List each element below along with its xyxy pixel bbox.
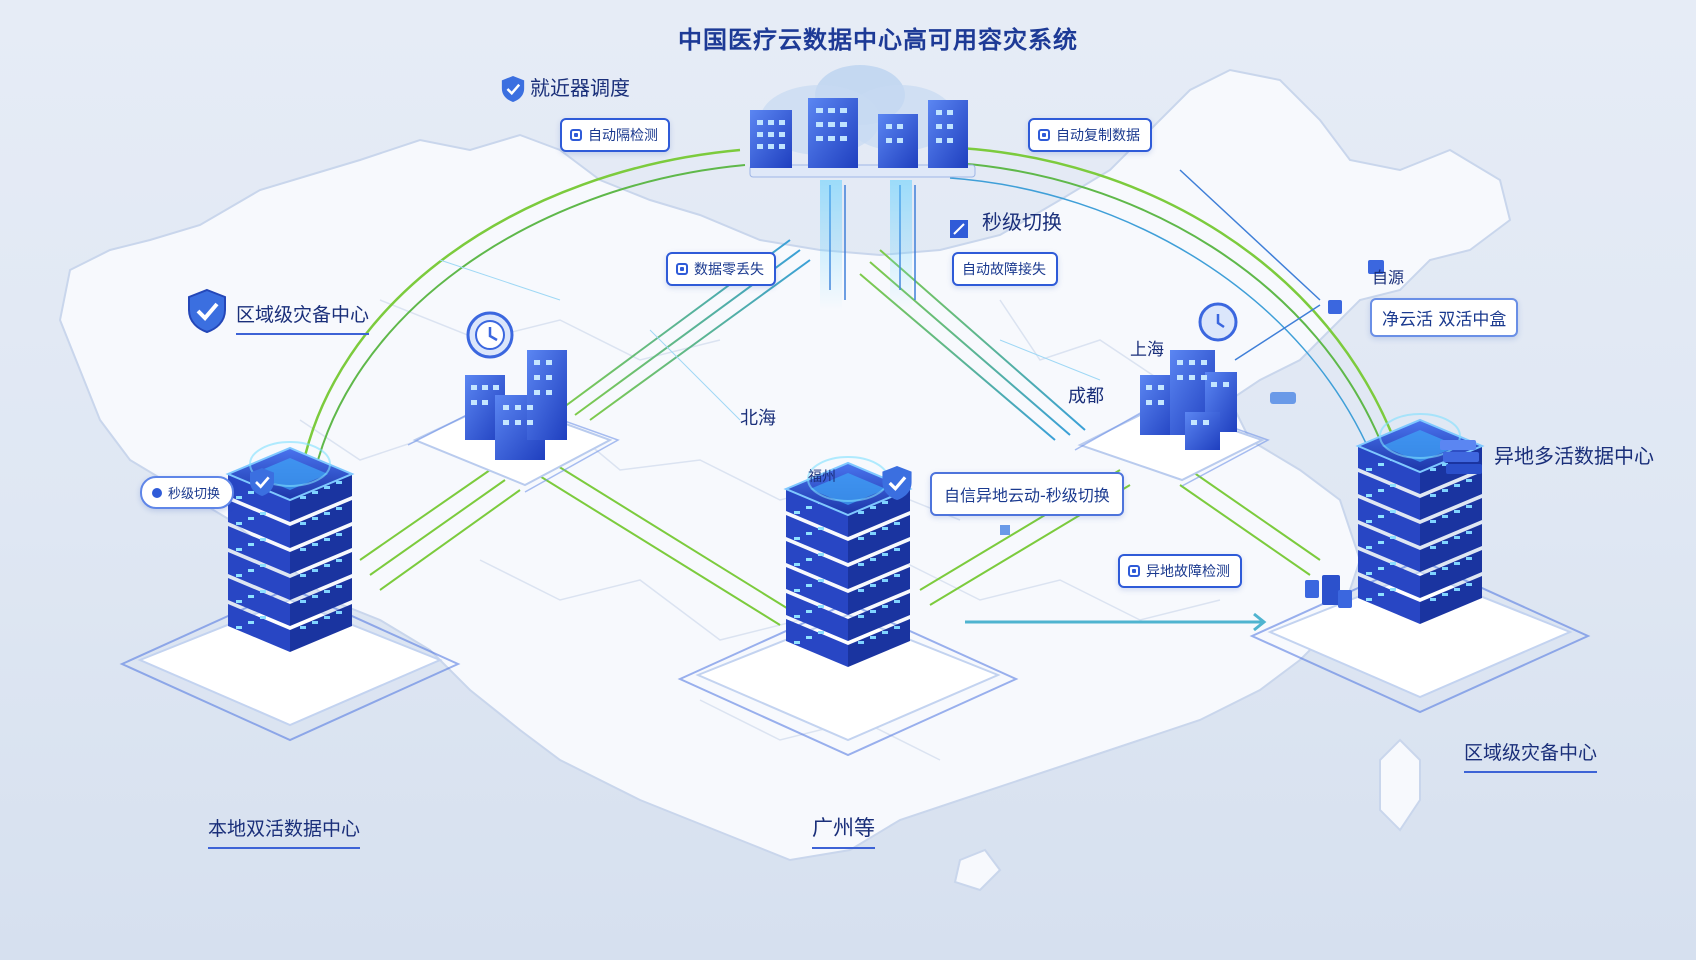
multi-active-label: 异地多活数据中心 [1494,444,1654,468]
monitor-icon [676,263,688,275]
cloud-active-badge: 自信异地云动-秒级切换 [930,472,1124,516]
stack-icon [1440,440,1482,474]
monitor-icon [570,129,582,141]
auto-sync-badge: 自动复制数据 [1028,118,1152,152]
monitor-icon [1128,565,1140,577]
guangzhou-datacenter [677,456,1019,757]
scheduler-label: 就近器调度 [530,76,630,100]
pure-cloud-badge: 净云活 双活中盒 [1370,298,1519,337]
shield-icon [501,76,525,102]
city-chengdu: 成都 [1068,386,1104,407]
pure-cloud-tag: 自源 [1372,268,1405,287]
local-active-label: 本地双活数据中心 [208,820,361,849]
zero-loss-badge: 数据零丢失 [666,252,776,286]
city-shanghai: 上海 [1130,340,1164,360]
central-cloud-datacenter [749,65,976,178]
shield-icon [250,468,274,496]
shanghai-node [1074,302,1270,487]
city-fuzhou: 福州 [808,469,836,485]
second-switch-capsule: 秒级切换 [140,476,235,509]
second-switch-label: 秒级切换 [982,210,1062,234]
city-beihai: 北海 [740,408,776,429]
monitor-icon [1038,129,1050,141]
small-server-icon [1368,260,1384,274]
page-title: 中国医疗云数据中心高可用容灾系统 [678,26,1078,54]
regional-backup-left-label: 区域级灾备中心 [236,306,370,335]
regional-backup-node-left [407,311,620,493]
shield-icon [188,288,226,334]
cross-region-fault-badge: 异地故障检测 [1118,554,1242,588]
china-map [58,68,1512,862]
guangzhou-label: 广州等 [812,818,875,849]
auto-detect-badge: 自动隔检测 [560,118,670,152]
auto-fault-badge: 自动故障接失 [952,252,1058,286]
shield-icon [882,466,912,500]
regional-backup-right-label: 区域级灾备中心 [1464,744,1598,773]
switch-dot-icon [152,487,162,498]
small-server-icon [1328,300,1342,314]
